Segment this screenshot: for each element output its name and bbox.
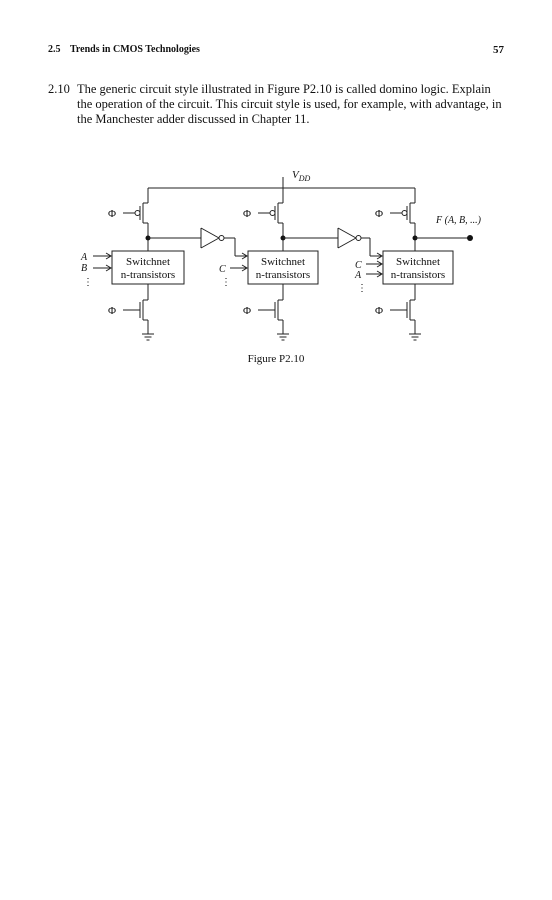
switchnet-box-3 xyxy=(382,250,454,285)
problem-number: 2.10 xyxy=(48,82,70,96)
input-label-c-2: C xyxy=(219,264,226,275)
clock-label-3p: Φ xyxy=(375,208,383,220)
problem-text: The generic circuit style illustrated in… xyxy=(77,82,502,126)
switchnet-label-1a: Switchnet xyxy=(126,256,170,268)
stage-3: Φ F (A, B, ...) Switchnet n-transistors … xyxy=(354,188,482,341)
input-ellipsis-1: ⋮ xyxy=(83,277,93,288)
figure-caption: Figure P2.10 xyxy=(247,353,305,365)
switchnet-label-2b: n-transistors xyxy=(256,269,310,281)
domino-logic-circuit: VDD Φ Switchnet n-transistors A B ⋮ Φ xyxy=(80,169,482,341)
switchnet-label-3b: n-transistors xyxy=(391,269,445,281)
clock-label-2p: Φ xyxy=(243,208,251,220)
switchnet-label-2a: Switchnet xyxy=(261,256,305,268)
switchnet-label-1b: n-transistors xyxy=(121,269,175,281)
clock-label-3n: Φ xyxy=(375,305,383,317)
section-number: 2.5 xyxy=(48,44,61,55)
switchnet-label-3a: Switchnet xyxy=(396,256,440,268)
clock-label-1p: Φ xyxy=(108,208,116,220)
output-label: F (A, B, ...) xyxy=(435,215,482,226)
input-label-a-3: A xyxy=(354,270,362,281)
stage-1: Φ Switchnet n-transistors A B ⋮ Φ xyxy=(80,188,185,341)
input-label-a: A xyxy=(80,252,88,263)
input-ellipsis-2: ⋮ xyxy=(221,277,231,288)
input-ellipsis-3: ⋮ xyxy=(357,283,367,294)
chapter-title: Trends in CMOS Technologies xyxy=(70,44,200,55)
output-node xyxy=(467,235,473,241)
input-label-b: B xyxy=(81,263,87,274)
input-label-c-3: C xyxy=(355,260,362,271)
stage-2: Φ Switchnet n-transistors C ⋮ Φ xyxy=(219,188,319,341)
page-number: 57 xyxy=(493,44,504,56)
inverter-2 xyxy=(283,227,383,260)
clock-label-1n: Φ xyxy=(108,305,116,317)
clock-label-2n: Φ xyxy=(243,305,251,317)
inverter-1 xyxy=(148,227,248,260)
vdd-label: VDD xyxy=(292,169,311,183)
